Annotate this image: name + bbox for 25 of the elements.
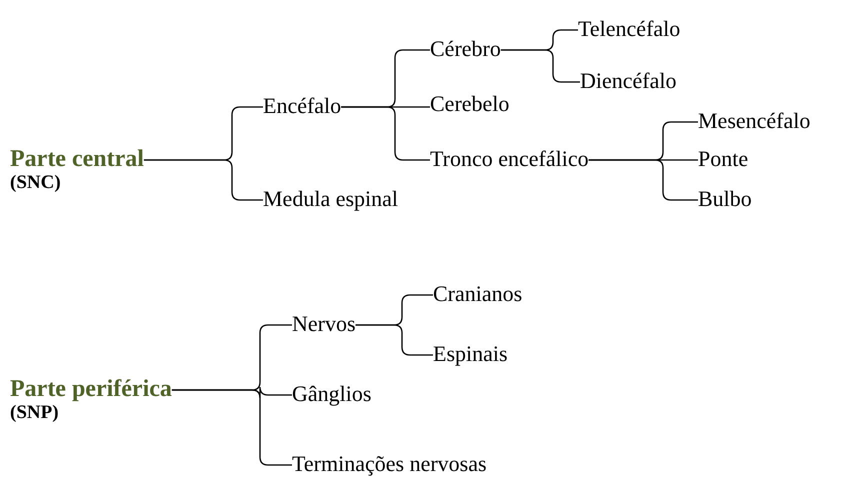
bracket-connector — [356, 324, 433, 356]
group-heading: Parte central — [10, 146, 144, 172]
group-heading: Parte periférica — [10, 376, 172, 402]
abbreviation-label: (SNP) — [10, 402, 60, 424]
bracket-connector — [172, 389, 292, 466]
term-label: Ponte — [698, 146, 748, 172]
term-label: Encéfalo — [263, 93, 342, 119]
term-label: Tronco encefálico — [430, 146, 589, 172]
term-label: Cerebelo — [430, 91, 510, 117]
bracket-connector — [500, 49, 580, 83]
term-label: Gânglios — [292, 381, 372, 407]
term-label: Espinais — [433, 341, 508, 367]
term-label: Medula espinal — [263, 186, 398, 212]
term-label: Telencéfalo — [578, 16, 680, 42]
term-label: Cranianos — [433, 281, 522, 307]
bracket-connector — [588, 159, 698, 201]
abbreviation-label: (SNC) — [10, 172, 62, 194]
bracket-connector — [144, 159, 263, 201]
term-label: Cérebro — [430, 36, 501, 62]
term-label: Bulbo — [698, 186, 752, 212]
term-label: Terminações nervosas — [292, 451, 487, 477]
term-label: Nervos — [292, 311, 356, 337]
term-label: Diencéfalo — [580, 68, 676, 94]
bracket-connector — [341, 106, 430, 161]
term-label: Mesencéfalo — [698, 108, 810, 134]
